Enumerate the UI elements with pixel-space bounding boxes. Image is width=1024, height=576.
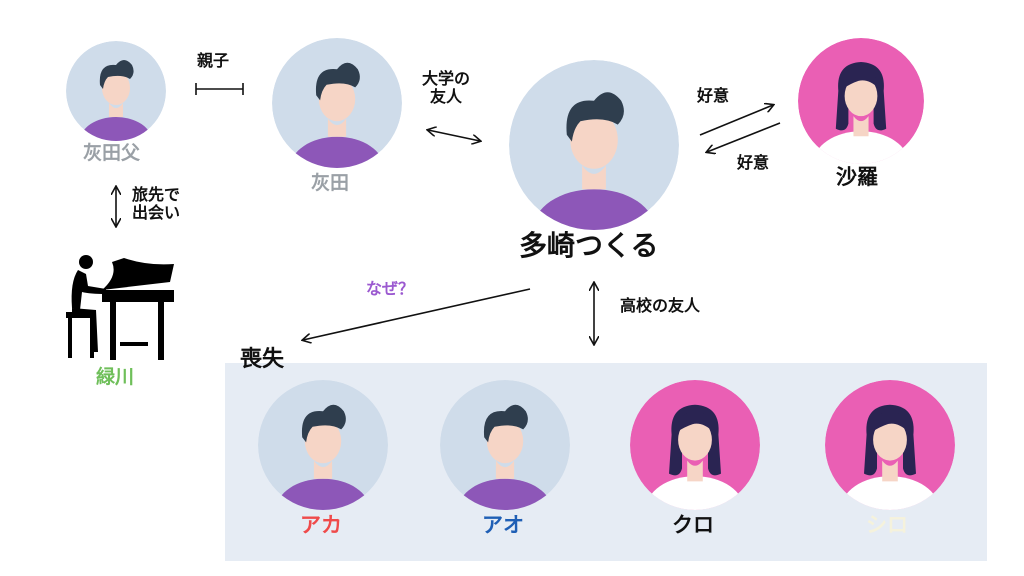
haida-name: 灰田 — [311, 172, 350, 194]
aka-avatar — [258, 380, 388, 510]
parent-child-label: 親子 — [197, 51, 230, 70]
goodwill-label-from-sara: 好意 — [737, 153, 770, 172]
kuro-avatar — [630, 380, 760, 510]
university-friend-arrow — [428, 130, 480, 141]
midorikawa-name: 緑川 — [96, 366, 135, 388]
university-friend-label: 大学の 友人 — [422, 69, 471, 107]
loss-group-label: 喪失 — [240, 347, 285, 372]
haida-avatar — [272, 38, 402, 168]
shiro-avatar — [825, 380, 955, 510]
sara-name: 沙羅 — [836, 165, 878, 189]
tsukuru-avatar — [509, 60, 679, 230]
pianist-silhouette-icon — [66, 255, 174, 360]
goodwill-arrow-to-sara — [699, 105, 773, 136]
sara-avatar — [798, 38, 924, 164]
goodwill-arrow-from-sara — [707, 122, 781, 152]
kuro-name: クロ — [672, 513, 714, 537]
ao-avatar — [440, 380, 570, 510]
haida-father-avatar — [66, 41, 166, 141]
shiro-name: シロ — [866, 513, 908, 537]
parent-child-connector — [195, 83, 244, 95]
high-school-friends-label: 高校の友人 — [620, 296, 701, 315]
goodwill-label-to-sara: 好意 — [697, 86, 730, 105]
aka-name: アカ — [300, 513, 342, 537]
why-label: なぜ？ — [366, 279, 415, 298]
met-while-travelling-label: 旅先で 出会い — [132, 185, 181, 223]
ao-name: アオ — [482, 513, 524, 537]
haida-father-name: 灰田父 — [83, 142, 141, 164]
tsukuru-name: 多崎つくる — [519, 229, 659, 262]
why-arrow — [303, 288, 531, 340]
